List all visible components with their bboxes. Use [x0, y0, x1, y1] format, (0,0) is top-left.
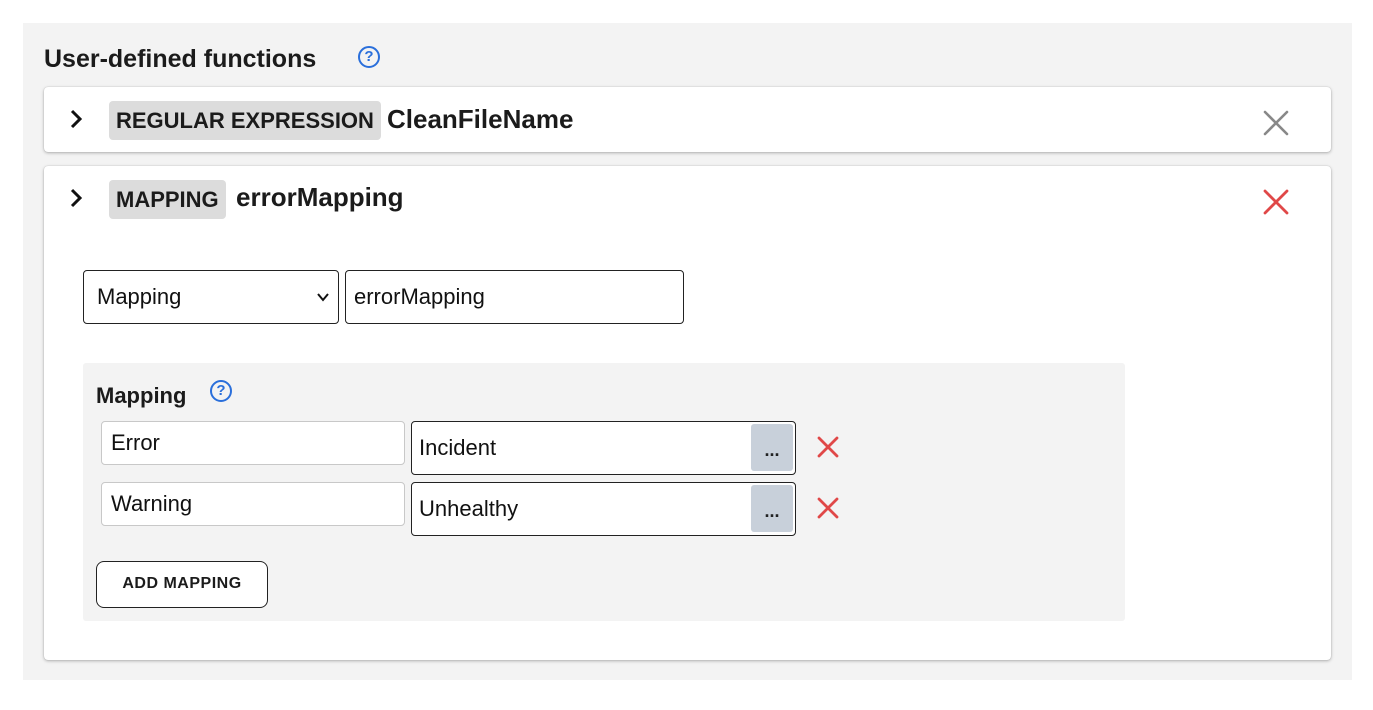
close-icon [817, 436, 839, 458]
mapping-value-text: Incident [419, 435, 497, 460]
mapping-key-input[interactable]: Warning [101, 482, 405, 526]
close-icon [817, 497, 839, 519]
close-icon [1263, 189, 1289, 215]
delete-function-button[interactable] [1262, 188, 1292, 218]
function-name-input[interactable]: errorMapping [345, 270, 684, 324]
close-icon [1263, 110, 1289, 136]
section-title: User-defined functions [44, 45, 317, 73]
remove-mapping-button[interactable] [816, 435, 840, 459]
function-type-select[interactable]: Mapping [83, 270, 339, 324]
mapping-value-text: Unhealthy [419, 496, 519, 521]
mapping-value-input[interactable]: Incident ... [411, 421, 796, 475]
function-type-tag: MAPPING [109, 180, 226, 219]
function-type-tag: REGULAR EXPRESSION [109, 101, 381, 140]
remove-mapping-button[interactable] [816, 496, 840, 520]
function-type-select-value: Mapping [97, 284, 182, 309]
add-mapping-button[interactable]: ADD MAPPING [96, 561, 268, 608]
more-options-button[interactable]: ... [751, 424, 793, 471]
function-name: errorMapping [236, 182, 404, 212]
mapping-key-input[interactable]: Error [101, 421, 405, 465]
more-options-button[interactable]: ... [751, 485, 793, 532]
chevron-down-icon [317, 293, 329, 302]
help-icon[interactable]: ? [210, 380, 232, 402]
function-name: CleanFileName [387, 104, 574, 134]
chevron-right-icon[interactable] [68, 187, 90, 209]
mapping-value-input[interactable]: Unhealthy ... [411, 482, 796, 536]
help-icon[interactable]: ? [358, 46, 380, 68]
chevron-right-icon[interactable] [68, 108, 90, 130]
delete-function-button[interactable] [1262, 109, 1292, 139]
mapping-title: Mapping [96, 383, 187, 408]
